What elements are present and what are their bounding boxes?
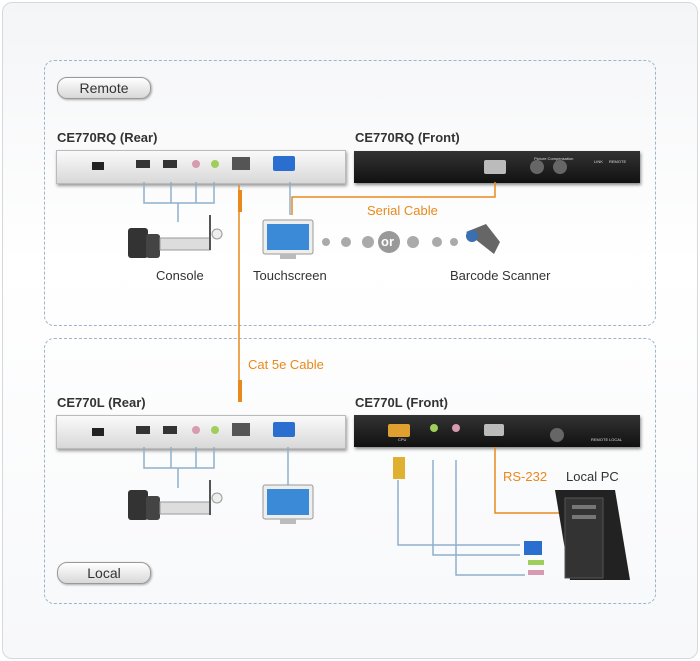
cat5e-cable-label: Cat 5e Cable	[248, 357, 324, 372]
local-pc-label: Local PC	[566, 469, 619, 484]
ce770rq-rear-title: CE770RQ (Rear)	[57, 130, 158, 145]
or-badge	[378, 231, 400, 253]
serial-cable-label: Serial Cable	[367, 203, 438, 218]
monitor-icon	[262, 484, 314, 524]
pc-cable-connectors	[524, 541, 544, 575]
ce770l-rear-title: CE770L (Rear)	[57, 395, 146, 410]
remote-label: Remote	[57, 77, 151, 99]
local-zone	[44, 338, 656, 604]
rear-ports-remote	[92, 156, 295, 171]
or-label: or	[381, 234, 394, 249]
vga-connector-icon	[393, 457, 405, 479]
dots-connector	[322, 236, 458, 248]
ce770rq-front-title: CE770RQ (Front)	[355, 130, 460, 145]
ce770rq-rear-panel	[56, 150, 346, 184]
console-devices-remote	[128, 215, 223, 258]
remote-zone	[44, 60, 656, 326]
local-pc-icon	[555, 490, 630, 580]
local-label: Local	[57, 562, 151, 584]
console-label: Console	[156, 268, 204, 283]
rs232-label: RS-232	[503, 469, 548, 484]
touchscreen-label: Touchscreen	[253, 268, 327, 283]
barcode-scanner-icon	[466, 224, 500, 254]
ce770l-rear-panel	[56, 415, 346, 449]
ce770l-front-title: CE770L (Front)	[355, 395, 448, 410]
touchscreen-icon	[262, 219, 314, 259]
barcode-scanner-label: Barcode Scanner	[450, 268, 551, 283]
console-devices-local	[128, 480, 223, 520]
rear-ports-local	[92, 422, 295, 437]
